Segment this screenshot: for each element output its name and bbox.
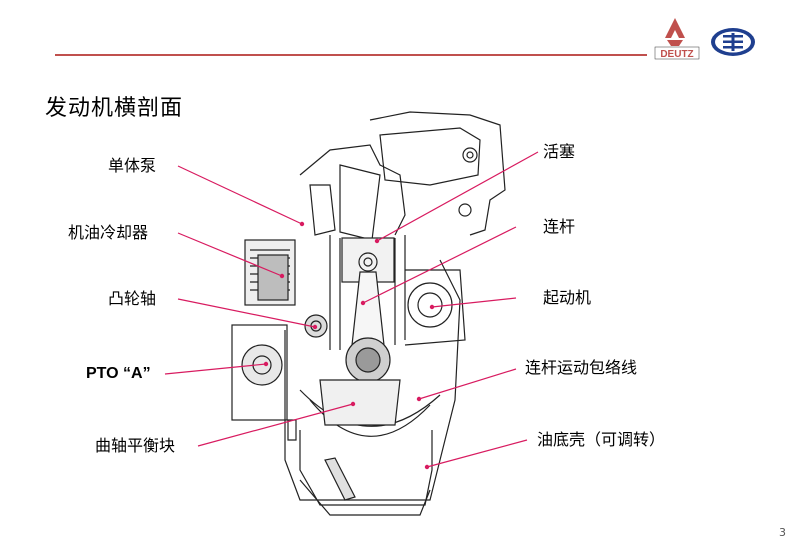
callout-label-pto: PTO “A”	[86, 365, 151, 382]
leader-lines	[164, 151, 539, 468]
deutz-logo-text: DEUTZ	[660, 49, 693, 60]
callout-label-piston: 活塞	[543, 142, 576, 161]
leader-line-conrod	[362, 226, 517, 304]
callout-label-conrod: 连杆	[543, 217, 576, 236]
leader-line-danti-beng	[177, 165, 303, 225]
callout-label-unit-pump: 单体泵	[108, 156, 157, 175]
leader-line-oil-cooler	[177, 232, 283, 277]
faw-logo	[711, 28, 755, 56]
slide-title: 发动机横剖面	[45, 96, 184, 121]
callout-label-oil-cooler: 机油冷却器	[68, 223, 149, 242]
callout-label-starter: 起动机	[543, 288, 592, 307]
leader-line-envelope	[418, 368, 517, 400]
header-rule	[55, 54, 647, 56]
leader-line-starter	[431, 297, 517, 308]
leader-line-balance-weight	[197, 403, 354, 447]
callout-label-camshaft: 凸轮轴	[108, 289, 157, 308]
callout-label-conrod-envelope: 连杆运动包络线	[525, 358, 638, 377]
deutz-logo: DEUTZ	[654, 18, 700, 60]
leader-line-pto	[164, 363, 267, 375]
leader-line-oil-pan	[426, 439, 528, 468]
leader-line-piston	[376, 151, 539, 242]
callout-label-balance-weight: 曲轴平衡块	[95, 436, 176, 455]
brand-logos: DEUTZ	[654, 18, 755, 60]
page-number: 3	[779, 526, 786, 539]
callout-label-oil-pan: 油底壳（可调转）	[537, 430, 666, 449]
leader-line-camshaft	[177, 298, 316, 328]
